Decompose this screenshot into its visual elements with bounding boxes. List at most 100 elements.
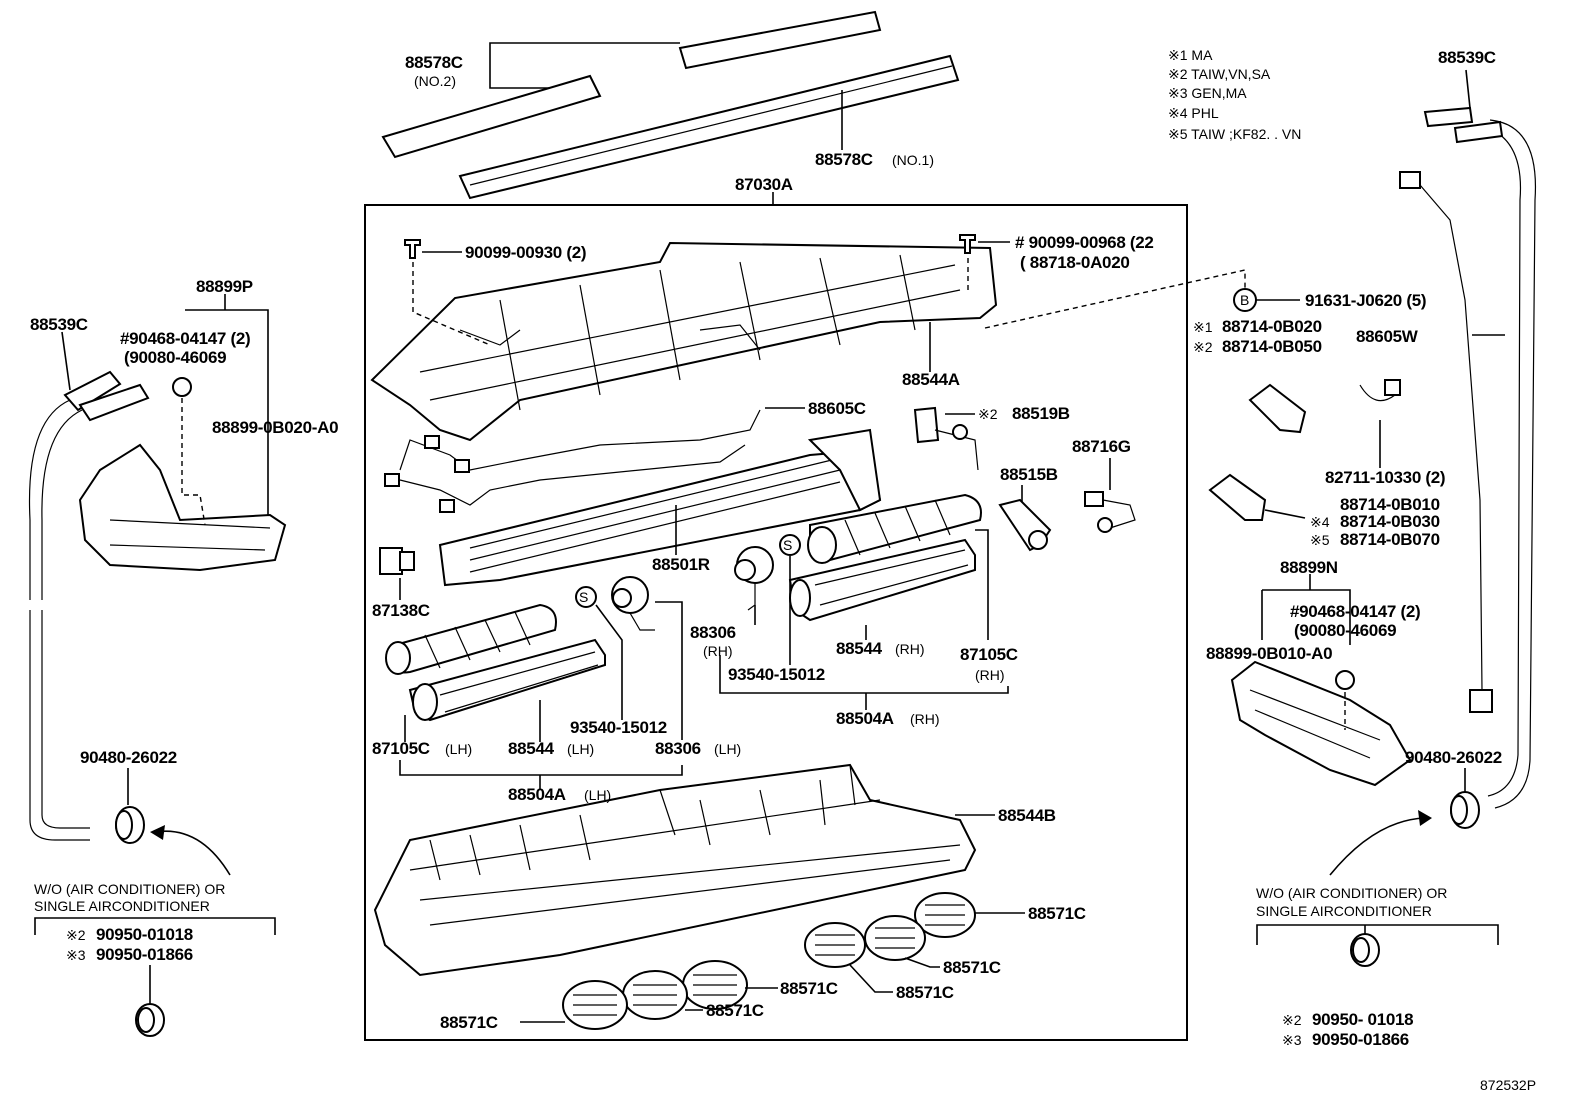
s-mark-lh [575,586,597,608]
duct-cover-88899P [78,377,287,572]
note-line-2: ※2 TAIW,VN,SA [1168,66,1271,82]
label-88306-lh: 88306 [655,739,701,758]
note-line-5: ※5 TAIW ;KF82. . VN [1168,126,1301,142]
label-88519B-mark: ※2 [978,406,998,422]
label-88714-0B020-mark: ※1 [1193,319,1213,335]
label-88578C-no2-sub: (NO.2) [414,73,456,89]
label-right-opt1: 90950- 01018 [1312,1010,1413,1029]
duct-cover-88899N [1230,660,1412,787]
label-88306-rh-sub: (RH) [703,643,733,659]
label-88571C-d: 88571C [896,983,954,1002]
bracket-right-options [1256,924,1499,945]
leader-88306-lh [655,601,683,740]
arrow-left [154,830,231,876]
label-88544B: 88544B [998,806,1056,825]
label-left-wo-line1: W/O (AIR CONDITIONER) OR [34,881,225,897]
upper-cover-88544A [370,241,998,442]
label-90480-left: 90480-26022 [80,748,177,767]
label-87138C: 87138C [372,601,430,620]
plug-90950-left [135,1003,165,1037]
label-left-opt1-mark: ※2 [66,927,86,943]
label-left-opt2: 90950-01866 [96,945,193,964]
leader-88571C-d [849,964,893,993]
note-line-3: ※3 GEN,MA [1168,85,1247,101]
label-s-mark-rh: S [783,537,792,553]
housing-88544-rh [788,538,976,622]
duct-88501R [438,428,882,587]
sensor-88716G [1084,491,1136,533]
label-88544-rh-sub: (RH) [895,641,925,657]
label-88571C-a: 88571C [1028,904,1086,923]
motor-88306-lh [611,576,655,631]
label-88504A-rh: 88504A [836,709,894,728]
blower-wheel-rh [807,493,982,564]
trim-strip-no1 [458,54,960,200]
dash-clip-left [181,398,206,526]
assembly-87030A-frame [364,204,1188,1041]
clamp-82711 [1359,379,1401,402]
label-88519B: 88519B [1012,404,1070,423]
arrow-right [1329,817,1426,876]
label-right-wo-line1: W/O (AIR CONDITIONER) OR [1256,885,1447,901]
label-left-wo-line2: SINGLE AIRCONDITIONER [34,898,210,914]
arrow-right-head [1418,810,1432,826]
bracket-88504A-lh [399,760,683,776]
vent-88571C-5 [622,970,688,1020]
leader-87105C-rh [975,529,989,640]
label-88578C-no2: 88578C [405,53,463,72]
label-93540-rh: 93540-15012 [728,665,825,684]
label-left-opt2-mark: ※3 [66,947,86,963]
label-88899-0B020: 88899-0B020-A0 [212,418,338,437]
label-88544-rh: 88544 [836,639,883,658]
label-88504A-lh: 88504A [508,785,566,804]
label-88571C-b: 88571C [943,958,1001,977]
label-88605W: 88605W [1356,327,1419,346]
housing-88544-lh [408,638,606,722]
label-88714-0B070-mark: ※5 [1310,532,1330,548]
label-88714-0B020: 88714-0B020 [1222,317,1322,336]
label-87105C-rh: 87105C [960,645,1018,664]
blower-wheel-lh [385,603,557,675]
leader-93540-lh [595,604,623,720]
label-88544A: 88544A [902,370,960,389]
vent-88571C-2 [864,915,926,961]
label-90080-right: (90080-46069 [1294,621,1396,640]
label-88571C-e: 88571C [706,1001,764,1020]
label-82711: 82711-10330 (2) [1325,468,1445,487]
motor-88306-rh [734,546,774,611]
part-88519B [913,406,979,471]
wire-harness-88605C [384,409,761,513]
label-88571C-c: 88571C [780,979,838,998]
label-90468-right: #90468-04147 (2) [1290,602,1420,621]
label-87105C-lh-sub: (LH) [445,741,472,757]
label-88714-0B030-mark: ※4 [1310,514,1330,530]
label-88714-0B050-mark: ※2 [1193,339,1213,355]
diagram-code: 872532P [1480,1077,1536,1093]
drain-hose-left [28,370,150,841]
label-91631: 91631-J0620 (5) [1305,291,1426,310]
label-88714-0B050: 88714-0B050 [1222,337,1322,356]
screw-90099-00930 [404,239,421,259]
note-line-1: ※1 MA [1168,47,1213,63]
label-88899P: 88899P [196,277,253,296]
label-90099-00930: 90099-00930 (2) [465,243,586,262]
label-88714-0B030: 88714-0B030 [1340,512,1440,531]
label-88504A-rh-sub: (RH) [910,711,940,727]
vent-88571C-3 [804,922,866,968]
s-mark-rh [779,534,801,556]
label-88306-rh: 88306 [690,623,736,642]
bracket-88899P [185,309,269,515]
label-88578C-no1-sub: (NO.1) [892,152,934,168]
dash-b-clip [984,269,1246,329]
leader-88539C-left [61,331,71,391]
arrow-left-head [150,825,165,840]
pad-88714-0B010 [1208,473,1267,521]
label-90480-right: 90480-26022 [1405,748,1502,767]
label-right-wo-line2: SINGLE AIRCONDITIONER [1256,903,1432,919]
labels: 88578C (NO.2) 88578C (NO.1) 87030A 90099… [30,47,1536,1093]
screw-90099-00968 [959,234,976,254]
label-s-mark-lh: S [579,589,588,605]
label-88718-0A020: ( 88718-0A020 [1020,253,1130,272]
